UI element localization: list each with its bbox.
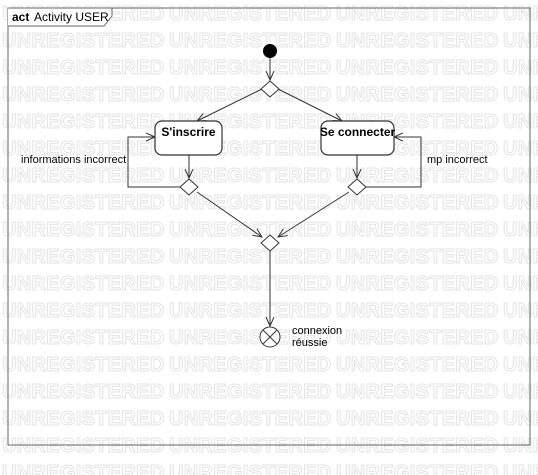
watermark-text: UNREGISTERED [2,273,165,295]
watermark-text: UNREGISTERED [2,246,165,268]
watermark-text: UNREGISTERED [503,246,538,268]
watermark-text: UNREGISTERED [336,327,499,349]
watermark-text: UNREGISTERED [169,300,332,322]
edge-right-decision-to-merge [278,191,350,237]
frame-tab [8,7,113,27]
watermark-text: UNREGISTERED [503,111,538,133]
watermark-text: UNREGISTERED [503,84,538,106]
watermark-text: UNREGISTERED [2,327,165,349]
watermark-text: UNREGISTERED [336,435,499,457]
watermark-text: UNREGISTERED [503,3,538,25]
decision-inscrire [179,178,199,196]
watermark-text: UNREGISTERED [2,408,165,430]
watermark-text: UNREGISTERED [2,165,165,187]
flow-final-node [259,326,281,348]
watermark-text: UNREGISTERED [169,165,332,187]
watermark-text: UNREGISTERED [503,165,538,187]
frame-name: Activity USER [34,10,109,24]
watermark-text: UNREGISTERED [169,57,332,79]
watermark-text: UNREGISTERED [169,219,332,241]
decision-connecter [347,178,367,196]
action-inscrire-label: S'inscrire [161,125,216,139]
flow-final-cross-b [262,329,278,345]
watermark-text: UNREGISTERED [2,219,165,241]
watermark-text: UNREGISTERED [169,273,332,295]
edge-right-loop-back [366,137,422,188]
action-inscrire-box [154,120,223,156]
watermark-text: UNREGISTERED [336,30,499,52]
watermark-text: UNREGISTERED [169,354,332,376]
action-inscrire: S'inscrire [154,120,223,156]
watermark-text: UNREGISTERED [2,192,165,214]
guard-right-label: mp incorrect [427,154,488,166]
watermark-text: UNREGISTERED [336,192,499,214]
watermark-text: UNREGISTERED [336,354,499,376]
watermark-text: UNREGISTERED [2,435,165,457]
edge-left-loop-back [127,137,180,188]
watermark-text: UNREGISTERED [336,219,499,241]
watermark-text: UNREGISTERED [503,381,538,403]
watermark-text: UNREGISTERED [503,57,538,79]
watermark-text: UNREGISTERED [503,435,538,457]
watermark-text: UNREGISTERED [503,462,538,475]
watermark-text: UNREGISTERED [2,57,165,79]
watermark-text: UNREGISTERED [503,273,538,295]
watermark-text: UNREGISTERED [336,462,499,475]
watermark-text: UNREGISTERED [2,30,165,52]
merge-node [260,234,280,252]
watermark-text: UNREGISTERED [2,354,165,376]
watermark-text: UNREGISTERED [503,354,538,376]
watermark-text: UNREGISTERED [336,381,499,403]
edge-left-decision-to-merge [196,191,262,237]
watermark-text: UNREGISTERED [169,30,332,52]
action-connecter-box [320,120,395,156]
watermark-text: UNREGISTERED [503,408,538,430]
final-label-line2: réussie [292,337,327,349]
watermark-text: UNREGISTERED [169,192,332,214]
edge-decision-to-connecter [277,88,342,121]
watermark-text: UNREGISTERED [503,30,538,52]
decision-start [260,80,280,98]
watermark-text: UNREGISTERED [2,300,165,322]
watermark-text: UNREGISTERED [336,408,499,430]
watermark-text: UNREGISTERED [2,84,165,106]
action-connecter-label: Se connecter [320,125,396,139]
watermark-text: UNREGISTERED [336,84,499,106]
frame-border [7,7,531,446]
watermark-text: UNREGISTERED [503,327,538,349]
watermark-text: UNREGISTERED [2,138,165,160]
edge-decision-to-inscrire [197,88,263,121]
watermark-text: UNREGISTERED [336,3,499,25]
watermark-text: UNREGISTERED [503,300,538,322]
watermark-text: UNREGISTERED [336,57,499,79]
watermark-text: UNREGISTERED [169,246,332,268]
watermark-text: UNREGISTERED [169,435,332,457]
watermark-text: UNREGISTERED [336,273,499,295]
guard-left-label: informations incorrect [21,154,126,166]
watermark-text: UNREGISTERED [503,219,538,241]
frame-keyword: act [12,10,29,24]
watermark-text: UNREGISTERED [336,300,499,322]
watermark-text: UNREGISTERED [169,408,332,430]
watermark-text: UNREGISTERED [2,381,165,403]
watermark-text: UNREGISTERED [336,246,499,268]
watermark-text: UNREGISTERED [503,138,538,160]
watermark-text: UNREGISTERED [169,462,332,475]
initial-node [263,44,277,58]
edges [127,58,422,326]
watermark-text: UNREGISTERED [169,327,332,349]
watermark-text: UNREGISTERED [169,381,332,403]
watermark-text: UNREGISTERED [2,462,165,475]
final-label-line1: connexion [292,325,342,337]
watermark-text: UNREGISTERED [336,165,499,187]
watermark-text: UNREGISTERED [169,3,332,25]
watermark-text: UNREGISTERED [2,111,165,133]
watermark-text: UNREGISTERED [503,192,538,214]
action-connecter: Se connecter [320,120,396,156]
